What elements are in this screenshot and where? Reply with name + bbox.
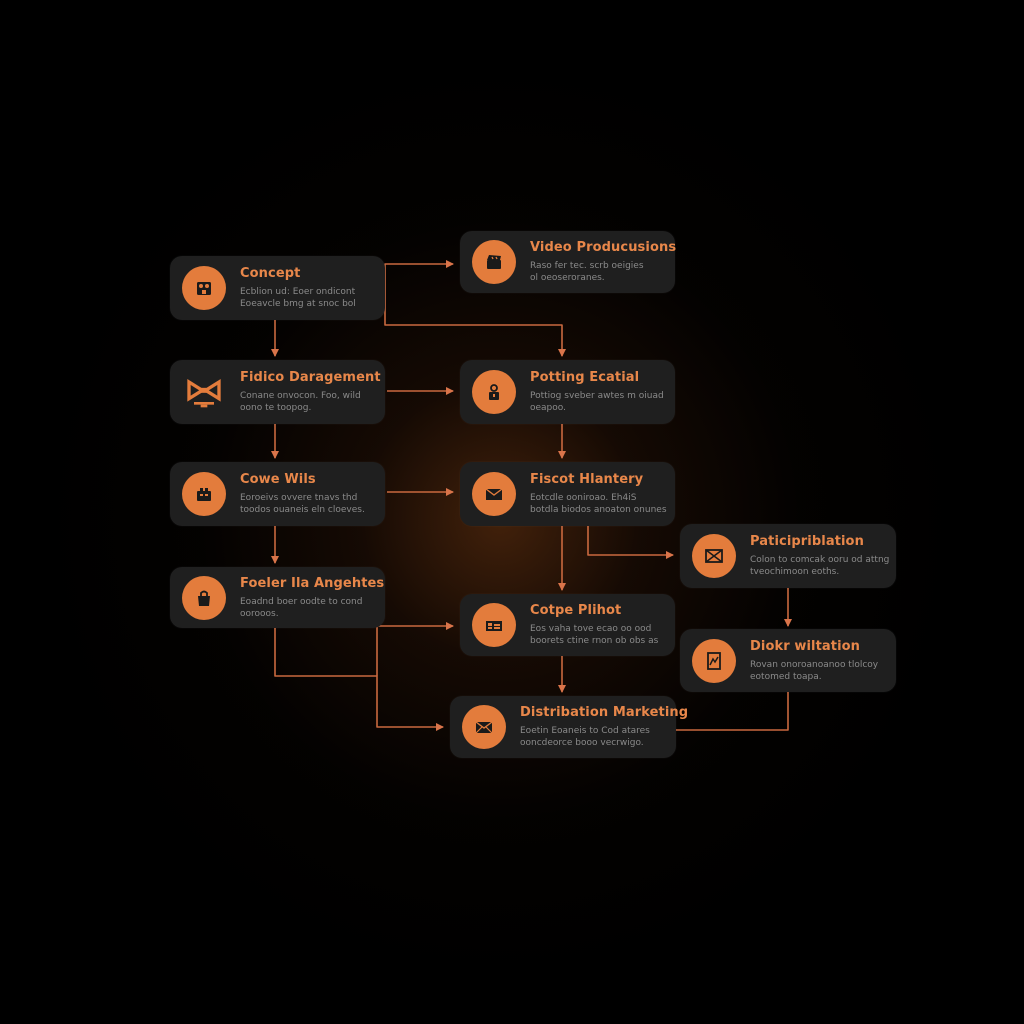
node-description: Colon to comcak ooru od attng tveochimoo… xyxy=(750,555,890,577)
node-description: Eoroeivs ovvere tnavs thd toodos ouaneis… xyxy=(240,493,365,515)
camera-icon xyxy=(472,603,516,647)
toolbox-icon xyxy=(182,472,226,516)
node-title: Fiscot Hlantery xyxy=(530,472,644,487)
envelope-icon xyxy=(472,472,516,516)
node-description: Conane onvocon. Foo, wild oono te toopog… xyxy=(240,391,361,413)
connector-fiscot-to-paticip xyxy=(587,526,674,559)
node-concept[interactable]: Concept Ecblion ud: Eoer ondicont Eoeavc… xyxy=(170,256,385,320)
node-title: Potting Ecatial xyxy=(530,370,640,385)
connector-foeler-to-cotpe xyxy=(376,622,454,676)
node-paticipriblation[interactable]: Paticipriblation Colon to comcak ooru od… xyxy=(680,524,896,588)
node-title: Cowe Wils xyxy=(240,472,316,487)
node-title: Concept xyxy=(240,266,301,281)
node-description: Eoadnd boer oodte to cond oorooos. xyxy=(240,596,363,619)
node-description: Raso fer tec. scrb oeigies ol oeoseroran… xyxy=(530,261,644,283)
node-title: Foeler Ila Angehtes xyxy=(240,575,385,591)
picture-frame-icon xyxy=(692,638,736,683)
film-reel-icon xyxy=(182,266,226,310)
node-title: Cotpe Plihot xyxy=(530,603,622,618)
connector-diokr-to-distribation xyxy=(676,692,789,731)
node-cotpe-plihot[interactable]: Cotpe Plihot Eos vaha tove ecao oo ood b… xyxy=(460,594,675,656)
node-diokr-wiltation[interactable]: Diokr wiltation Rovan onoroanoanoo tlolc… xyxy=(680,629,896,692)
connector-concept-to-video xyxy=(384,260,454,290)
node-foeler-ila-angehtes[interactable]: Foeler Ila Angehtes Eoadnd boer oodte to… xyxy=(170,567,385,628)
node-description: Rovan onoroanoanoo tlolcoy eotomed toapa… xyxy=(750,659,879,682)
node-title: Video Producusions xyxy=(530,240,677,255)
node-description: Eoetin Eoaneis to Cod atares ooncdeorce … xyxy=(520,726,650,748)
node-title: Distribation Marketing xyxy=(520,705,689,720)
node-description: Ecblion ud: Eoer ondicont Eoeavcle bmg a… xyxy=(240,287,356,309)
node-fiscot-hlantery[interactable]: Fiscot Hlantery Eotcdle ooniroao. Eh4iS … xyxy=(460,462,675,526)
person-icon xyxy=(472,370,516,414)
node-description: Eotcdle ooniroao. Eh4iS botdla biodos an… xyxy=(530,493,667,515)
node-potting-ecatial[interactable]: Potting Ecatial Pottiog sveber awtes m o… xyxy=(460,360,675,424)
bowtie-icon xyxy=(182,370,226,414)
bag-icon xyxy=(182,575,226,620)
node-video-productions[interactable]: Video Producusions Raso fer tec. scrb oe… xyxy=(460,231,677,293)
clapperboard-icon xyxy=(472,240,516,284)
node-distribation-marketing[interactable]: Distribation Marketing Eoetin Eoaneis to… xyxy=(450,696,688,758)
node-fidico-daragement[interactable]: Fidico Daragement Conane onvocon. Foo, w… xyxy=(170,360,385,424)
envelope-icon xyxy=(692,534,736,578)
connector-foeler-to-distribation xyxy=(274,628,444,731)
node-title: Paticipriblation xyxy=(750,534,864,549)
node-cowe-wils[interactable]: Cowe Wils Eoroeivs ovvere tnavs thd tood… xyxy=(170,462,385,526)
connector-concept-to-potting xyxy=(384,290,566,357)
node-description: Eos vaha tove ecao oo ood boorets ctine … xyxy=(530,624,659,646)
node-description: Pottiog sveber awtes m oiuad oeapoo. xyxy=(530,391,664,413)
envelope-icon xyxy=(462,705,506,749)
node-title: Diokr wiltation xyxy=(750,638,861,654)
node-title: Fidico Daragement xyxy=(240,370,381,385)
